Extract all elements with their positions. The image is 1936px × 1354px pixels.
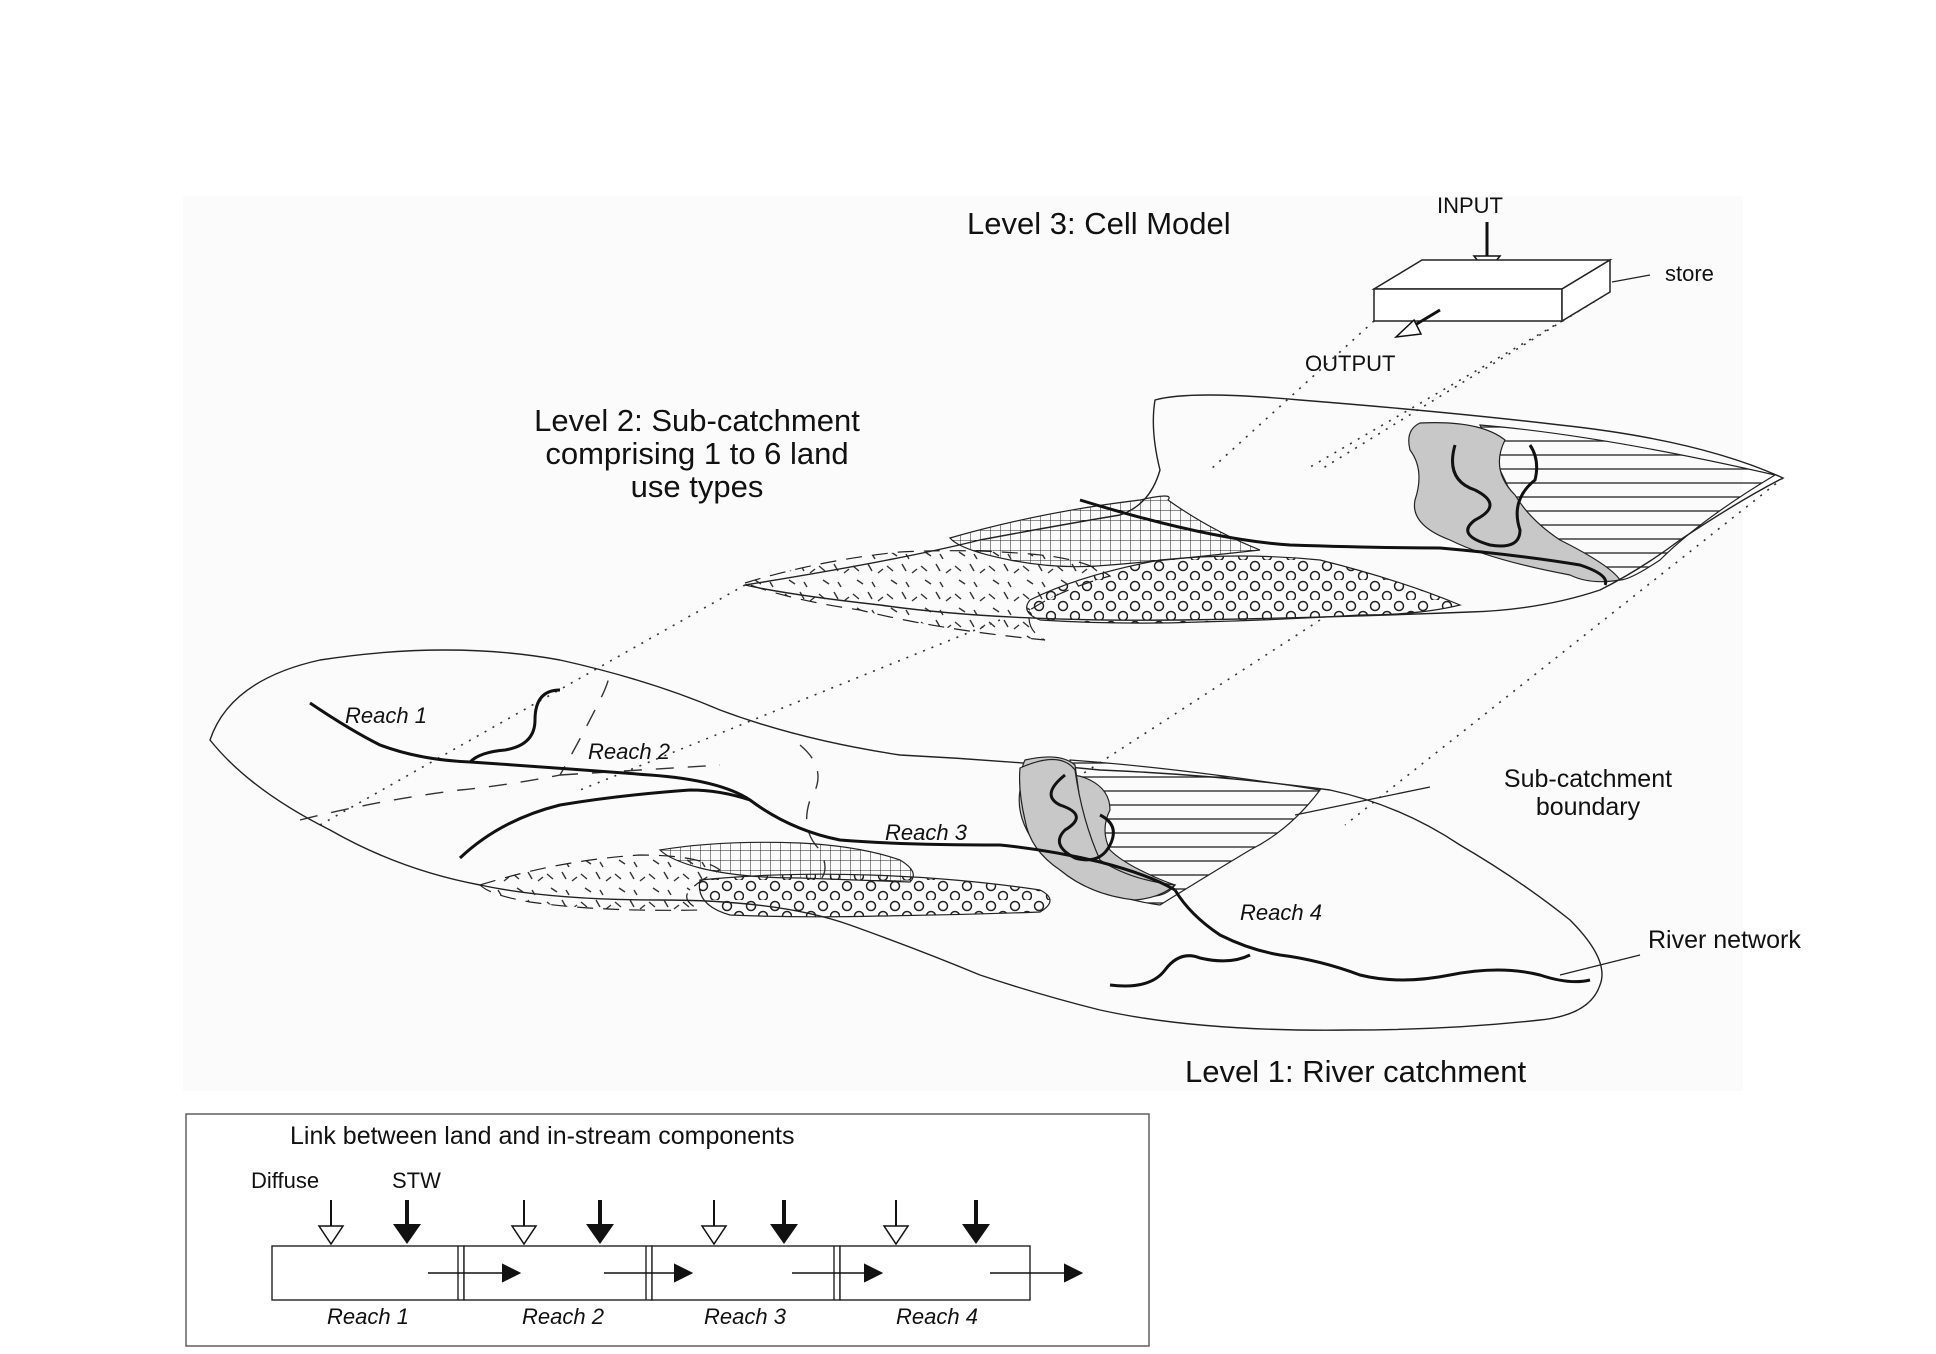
link-box-title: Link between land and in-stream componen… xyxy=(290,1122,794,1150)
sub-catchment-title-line2: comprising 1 to 6 land xyxy=(545,436,848,471)
boundary-label-line1: Sub-catchment xyxy=(1504,765,1672,793)
link-reach-4-label: Reach 4 xyxy=(896,1304,978,1329)
river-reach-4 xyxy=(1173,889,1591,984)
output-arrow-icon xyxy=(1393,308,1441,339)
link-reach-2-label: Reach 2 xyxy=(522,1304,604,1329)
river-tributary-4 xyxy=(1109,953,1251,988)
stw-arrow-icons xyxy=(393,1200,990,1244)
river-reach-1 xyxy=(309,701,471,764)
store-leader-line xyxy=(1611,274,1651,283)
reach-2-label: Reach 2 xyxy=(588,739,670,764)
reach-1-label: Reach 1 xyxy=(345,703,427,728)
sub-catchment-boundary-2 xyxy=(559,764,721,776)
stw-arrow-icon xyxy=(393,1200,421,1244)
river-meander-1 xyxy=(1049,773,1115,862)
diffuse-arrow-icon xyxy=(510,1200,538,1246)
river-tributary-1 xyxy=(468,688,561,764)
store-box xyxy=(1371,258,1613,323)
diffuse-label: Diffuse xyxy=(251,1168,319,1193)
stw-arrow-icon xyxy=(962,1200,990,1244)
link-reach-1-label: Reach 1 xyxy=(327,1304,409,1329)
diffuse-arrow-icon xyxy=(700,1200,728,1246)
river-catchment-title: Level 1: River catchment xyxy=(1185,1054,1527,1089)
stw-arrow-icon xyxy=(586,1200,614,1244)
link-box: Link between land and in-stream componen… xyxy=(185,1113,1150,1347)
landuse-grey-patch xyxy=(1408,422,1622,583)
diffuse-arrow-icon xyxy=(317,1200,345,1246)
catchment-dash-patch xyxy=(478,854,722,911)
cell-model-title: Level 3: Cell Model xyxy=(967,206,1231,241)
stw-arrow-icon xyxy=(770,1200,798,1244)
output-label: OUTPUT xyxy=(1305,351,1395,376)
sub-catchment-title-line3: use types xyxy=(631,469,764,504)
link-box-frame xyxy=(185,1113,1150,1347)
catchment-circle-patch xyxy=(698,873,1051,918)
river-network-label: River network xyxy=(1648,926,1801,954)
projection-lines-level2 xyxy=(319,477,1784,826)
catchment-grey-body xyxy=(1018,758,1177,901)
reach-boxes xyxy=(271,1245,1031,1301)
river-catchment-map: Reach 1 Reach 2 Reach 3 Reach 4 xyxy=(209,649,1603,1031)
reach-4-label: Reach 4 xyxy=(1240,900,1322,925)
diffuse-arrow-icon xyxy=(882,1200,910,1246)
river-network-callout: River network xyxy=(1559,926,1801,976)
store-label: store xyxy=(1665,261,1714,286)
sub-catchment-river xyxy=(1079,498,1608,586)
landuse-circle-patch xyxy=(1026,555,1462,624)
sub-catchment-title-line1: Level 2: Sub-catchment xyxy=(534,403,860,438)
diffuse-arrow-icons xyxy=(317,1200,910,1246)
stw-label: STW xyxy=(392,1168,441,1193)
boundary-callout: Sub-catchment boundary xyxy=(1294,765,1672,821)
input-label: INPUT xyxy=(1437,193,1503,218)
reach-3-label: Reach 3 xyxy=(885,820,968,845)
cell-model: Level 3: Cell Model INPUT store OUTPUT xyxy=(967,193,1714,376)
link-reach-3-label: Reach 3 xyxy=(704,1304,787,1329)
sub-catchment-river-meander xyxy=(1451,444,1539,548)
sub-catchment-map xyxy=(743,394,1785,641)
sub-catchment-outline xyxy=(744,394,1785,621)
boundary-label-line2: boundary xyxy=(1536,793,1641,821)
projection-lines-level3 xyxy=(1209,291,1611,471)
sub-catchment-title: Level 2: Sub-catchment comprising 1 to 6… xyxy=(534,403,860,504)
sub-catchment-boundary-1 xyxy=(299,669,611,821)
river-tributary-2 xyxy=(458,788,751,860)
diagram-panel xyxy=(183,196,1743,1091)
